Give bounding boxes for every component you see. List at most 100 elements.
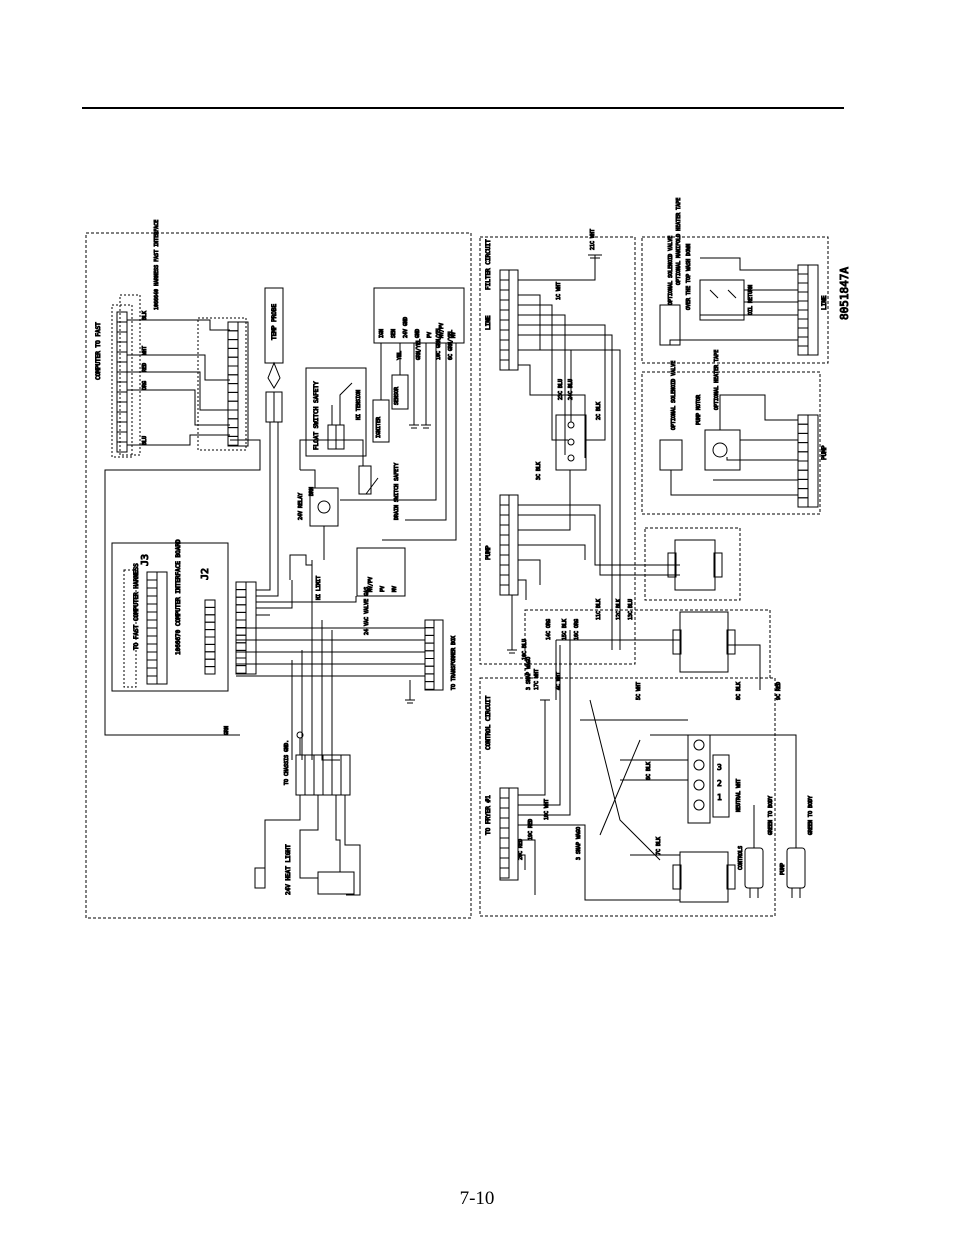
ctf-pin [116,421,128,433]
j3-pin [146,587,158,597]
pump-terminal-block: PUMP OPTIONAL SOLENOID VALVE PUMP MOTOR … [641,349,829,515]
j2-pin [204,629,216,638]
tb-pin [424,673,435,683]
filter-circuit: FILTER CIRCUIT LINE PUMP [479,236,680,665]
rpump-pin [797,478,809,490]
j2b-pin [235,627,247,636]
rpump-pin [797,460,809,471]
line-label-right: LINE [821,295,828,310]
hi-limit: HI LIMIT [289,554,323,640]
line-pin [499,319,510,331]
j3-pin [146,635,158,645]
harness-pin [227,400,239,411]
wire-label: 10C GRN/YEL [436,327,442,360]
harness-pin [227,435,239,446]
wire-label: ORG [142,381,148,390]
wire-label: BRN [309,487,315,496]
pump-pin [499,584,510,596]
rpump-pin [797,423,809,434]
j3-pin [146,667,158,677]
ctf-pin [116,401,128,413]
harness-pin [227,391,239,402]
terminal-label: IGN [379,329,385,338]
j3-pin [146,571,158,581]
wire-label: YEL [397,351,403,360]
wire-label: WHT [142,346,148,355]
j3-pin [146,643,158,653]
tb-pin [424,619,435,629]
controls-plug: CONTROLS GREEN TO BODY [738,795,775,898]
rpump-pin [797,469,809,480]
float-switch-label: FLOAT SWITCH SAFETY [313,381,320,450]
fryer-pin [499,847,510,859]
line-pin [499,329,510,341]
green-to-body-1: GREEN TO BODY [768,796,774,835]
rpump-pin [797,497,809,508]
j2-pin [204,606,216,616]
neutral-label: NEUTRAL WHT [736,779,742,812]
heat-light-label: 24V HEAT LIGHT [285,844,292,895]
opt-solenoid-2-label: OPTIONAL SOLENOID VALVE [671,361,677,430]
terminal-label: PV [427,332,433,338]
wire-label: GRN/YEL [416,339,422,360]
24v-relay: 24V RELAY [298,469,339,560]
line-pin [499,359,510,371]
pump-plug-label: PUMP [780,863,786,875]
drain-switch: DRAIN SWITCH SAFETY [299,439,401,521]
float-switch: FLOAT SWITCH SAFETY [305,367,367,457]
tb-pin [424,650,435,659]
chassis-gnd-label: TO CHASSIS GND. [284,740,290,785]
terminal-label: MV/PV [439,323,445,338]
transformer-box-connector: TO TRANSFORMER BOX [405,619,458,704]
board-wires [236,580,425,761]
green-to-body-2: GREEN TO BODY [808,796,814,835]
ctf-pin [116,441,128,453]
line-pin [499,349,510,361]
j2-pin [204,643,216,653]
snap-wago-1: 3 SNAP WAGO [526,657,532,690]
rline-pin [797,273,809,284]
wire-label: 23C BLU [558,379,564,400]
wire-label: 2C BLK [596,402,602,420]
fast-harness-label: 1066640 HARNESS FAST INTERFACE [154,220,160,310]
harness-pin [227,339,239,349]
wire-label: 6C BLK [646,762,652,780]
wire-label: 18C WHT [544,799,550,820]
wire-label: 20C RED [518,839,524,860]
harness-pin [227,321,239,332]
j2b-pin [235,596,247,606]
rpump-pin [797,488,809,499]
wire-label: 12C BLK [616,599,622,620]
oil-return-label: OIL RETURN [748,285,754,315]
pump-pin [499,564,510,576]
chassis-gnd-connector: TO CHASSIS GND. [284,731,351,796]
wire-label: 9C RED [776,682,782,700]
wash-down-label: OVER THE TOP WASH DOWN [686,244,692,310]
line-pin [499,269,510,281]
to-fast-harness-label: TO FAST COMPUTER HARNESS [133,563,140,650]
ctf-pin [116,371,128,383]
j3-pin [146,659,158,669]
rline-pin [797,264,809,275]
rline-pin [797,318,809,329]
transformer-box-label: TO TRANSFORMER BOX [451,636,457,690]
harness-pin [227,418,239,429]
fast-interface-harness: 1066640 HARNESS FAST INTERFACE [119,219,249,456]
tb-pin [424,642,435,652]
drawing-number: 8051847A [838,267,851,320]
tb-pin [424,681,435,690]
j2-pin [204,666,216,675]
harness-pin [227,356,239,367]
computer-to-fast-connector: COMPUTER TO FAST [95,304,133,458]
j2b-pin [235,642,247,651]
opt-solenoid-1-label: OPTIONAL SOLENOID VALVE [668,236,674,305]
line-pin [499,289,510,301]
pump-pin [499,524,510,536]
ctf-pin [116,431,128,443]
control-circuit: CONTROL CIRCUIT TO FRYER #1 1 2 3 NEUTRA… [479,609,815,917]
line-pin [499,299,510,311]
svg-text:3: 3 [717,763,722,772]
